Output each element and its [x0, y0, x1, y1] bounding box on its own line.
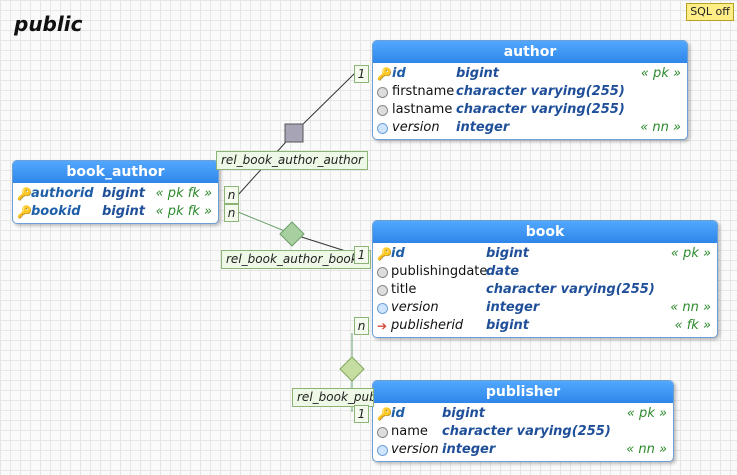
key-icon: 🔑: [377, 407, 392, 421]
column-name: publishingdate: [391, 264, 488, 279]
foreign-key-icon: ➔: [377, 319, 388, 333]
book-relation-diamond-icon[interactable]: [279, 221, 305, 247]
column-tag: « pk »: [626, 406, 667, 421]
key-icon: 🔑: [377, 67, 392, 81]
column-type: bigint: [486, 318, 529, 333]
column-type: bigint: [442, 406, 485, 421]
schema-title: public: [14, 12, 83, 36]
cardinality-many-author: n: [224, 186, 239, 204]
column-dot-icon: [377, 267, 388, 278]
column-type: character varying(255): [442, 424, 611, 439]
column-tag: « nn »: [640, 120, 681, 135]
table-title: publisher: [373, 381, 673, 403]
column-name: name: [391, 424, 428, 439]
column-row[interactable]: publishingdate date: [373, 263, 717, 281]
column-tag: « pk fk »: [155, 186, 212, 201]
table-publisher[interactable]: publisher 🔑 id bigint « pk » name charac…: [372, 380, 674, 462]
column-row[interactable]: 🔑 authorid bigint « pk fk »: [13, 185, 218, 203]
relation-label-book[interactable]: rel_book_author_book: [221, 250, 371, 269]
key-icon: 🔑: [17, 205, 32, 219]
column-type: integer: [442, 442, 496, 457]
column-type: bigint: [486, 246, 529, 261]
column-name: title: [391, 282, 417, 297]
column-row[interactable]: version integer « nn »: [373, 441, 673, 459]
publisher-relation-diamond-icon[interactable]: [339, 356, 365, 382]
column-tag: « pk »: [670, 246, 711, 261]
column-type: character varying(255): [486, 282, 655, 297]
key-icon: 🔑: [377, 247, 392, 261]
column-name: version: [392, 120, 440, 135]
column-name: id: [391, 246, 405, 261]
table-book-author[interactable]: book_author 🔑 authorid bigint « pk fk » …: [12, 160, 219, 224]
not-null-dot-icon: [377, 123, 388, 134]
key-icon: 🔑: [17, 187, 32, 201]
cardinality-one-publisher: 1: [354, 405, 369, 423]
column-row[interactable]: version integer « nn »: [373, 299, 717, 317]
relation-label-publisher[interactable]: rel_book_publisher: [292, 388, 374, 407]
table-author[interactable]: author 🔑 id bigint « pk » firstname char…: [372, 40, 688, 140]
column-row[interactable]: version integer « nn »: [373, 119, 687, 137]
table-title: author: [373, 41, 687, 63]
column-name: id: [391, 406, 405, 421]
not-null-dot-icon: [377, 303, 388, 314]
column-row[interactable]: lastname character varying(255): [373, 101, 687, 119]
column-row[interactable]: 🔑 bookid bigint « pk fk »: [13, 203, 218, 221]
column-row[interactable]: name character varying(255): [373, 423, 673, 441]
column-name: publisherid: [391, 318, 464, 333]
column-type: character varying(255): [456, 84, 625, 99]
column-row[interactable]: title character varying(255): [373, 281, 717, 299]
column-type: bigint: [102, 186, 145, 201]
column-dot-icon: [377, 285, 388, 296]
column-dot-icon: [377, 87, 388, 98]
column-type: bigint: [102, 204, 145, 219]
column-dot-icon: [377, 427, 388, 438]
sql-toggle-button[interactable]: SQL off: [686, 3, 734, 21]
column-row[interactable]: 🔑 id bigint « pk »: [373, 245, 717, 263]
cardinality-many-publisher: n: [354, 317, 369, 335]
column-type: integer: [456, 120, 510, 135]
author-relation-square-icon[interactable]: [284, 123, 304, 143]
column-tag: « fk »: [674, 318, 711, 333]
table-title: book_author: [13, 161, 218, 183]
column-type: date: [486, 264, 520, 279]
column-type: integer: [486, 300, 540, 315]
column-row[interactable]: firstname character varying(255): [373, 83, 687, 101]
column-row[interactable]: 🔑 id bigint « pk »: [373, 65, 687, 83]
relation-label-author[interactable]: rel_book_author_author: [216, 151, 368, 170]
column-row[interactable]: ➔ publisherid bigint « fk »: [373, 317, 717, 335]
column-tag: « nn »: [670, 300, 711, 315]
cardinality-one-author: 1: [354, 65, 369, 83]
not-null-dot-icon: [377, 445, 388, 456]
column-name: id: [392, 66, 406, 81]
cardinality-one-book: 1: [354, 246, 369, 264]
column-tag: « pk »: [640, 66, 681, 81]
column-name: authorid: [31, 186, 94, 201]
column-name: firstname: [392, 84, 455, 99]
column-name: lastname: [392, 102, 453, 117]
author-relation-line: [293, 72, 356, 134]
column-tag: « nn »: [626, 442, 667, 457]
table-book[interactable]: book 🔑 id bigint « pk » publishingdate d…: [372, 220, 718, 338]
column-row[interactable]: 🔑 id bigint « pk »: [373, 405, 673, 423]
column-type: character varying(255): [456, 102, 625, 117]
column-dot-icon: [377, 105, 388, 116]
column-tag: « pk fk »: [155, 204, 212, 219]
column-name: version: [391, 300, 439, 315]
column-name: bookid: [31, 204, 81, 219]
column-type: bigint: [456, 66, 499, 81]
table-title: book: [373, 221, 717, 243]
cardinality-many-book: n: [224, 204, 239, 222]
column-name: version: [391, 442, 439, 457]
